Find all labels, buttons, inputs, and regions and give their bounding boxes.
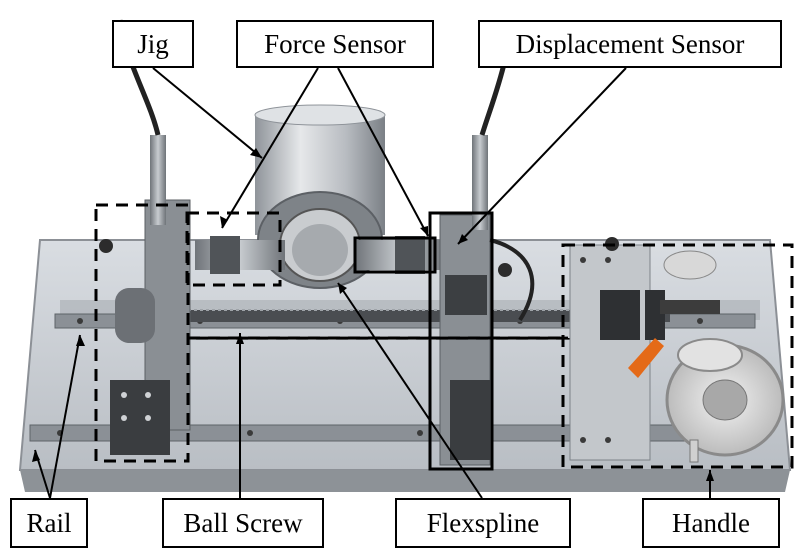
highlight-boxes xyxy=(94,203,794,471)
displacement-sensor-label: Displacement Sensor xyxy=(478,20,782,68)
sensor-solid-box xyxy=(353,236,437,274)
force-sensor-dashed-box xyxy=(185,211,282,287)
force-sensor xyxy=(254,104,386,289)
jig xyxy=(110,19,191,455)
rail-label: Rail xyxy=(10,498,88,548)
ball-screw-label: Ball Screw xyxy=(162,498,324,548)
handle-label: Handle xyxy=(642,498,780,548)
force-sensor-label: Force Sensor xyxy=(236,20,434,68)
handle-dashed-box xyxy=(561,243,794,469)
leader-lines xyxy=(34,67,711,499)
handle-assembly xyxy=(569,244,785,463)
jig-label: Jig xyxy=(112,20,194,68)
flexspline-label: Flexspline xyxy=(395,498,571,548)
shaft xyxy=(195,236,445,274)
jig-dashed-box xyxy=(94,203,190,463)
displacement-sensor xyxy=(439,59,535,466)
leader-arrowheads xyxy=(32,148,714,481)
carriage-solid-box xyxy=(428,211,494,471)
